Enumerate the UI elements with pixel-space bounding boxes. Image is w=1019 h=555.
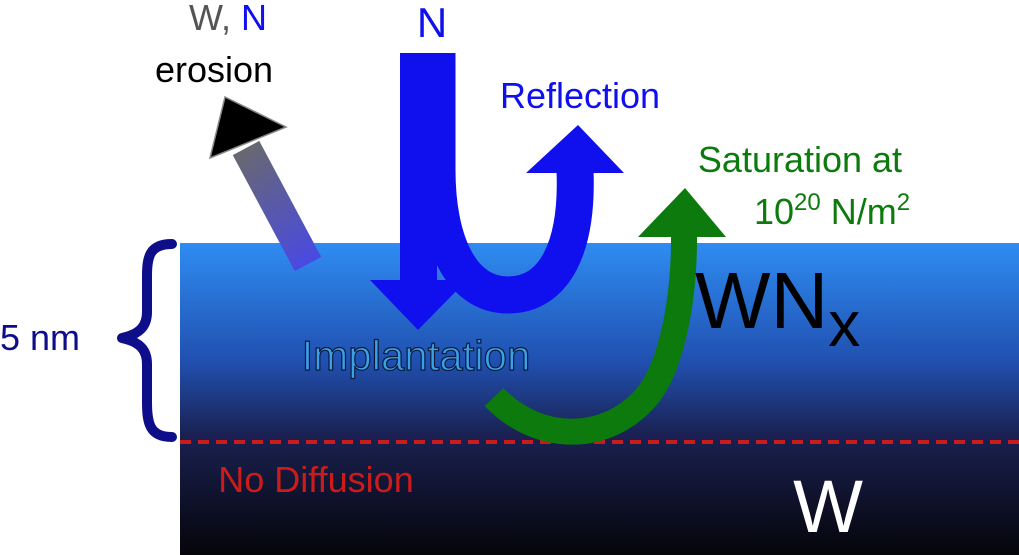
erosion-species-comma: , — [221, 0, 241, 38]
wnx-layer-base: WN — [695, 256, 828, 345]
erosion-arrow-shaft — [232, 140, 322, 272]
implantation-arrowhead — [370, 280, 467, 330]
saturation-arrowhead — [638, 188, 726, 237]
saturation-fluence-label: 1020 N/m2 — [754, 189, 910, 232]
reflection-label: Reflection — [500, 75, 660, 116]
wnx-layer-label: WNx — [695, 256, 860, 360]
erosion-arrowhead — [208, 95, 288, 160]
saturation-fluence-unit-exponent: 2 — [897, 189, 910, 216]
erosion-species-label: W, N — [189, 0, 267, 38]
reflection-arrow-path — [418, 53, 594, 314]
implantation-label: Implantation — [302, 332, 531, 379]
saturation-fluence-exponent: 20 — [794, 189, 821, 216]
saturation-arrow-path — [484, 229, 698, 445]
erosion-label: erosion — [155, 49, 273, 90]
saturation-fluence-base: 10 — [754, 191, 794, 232]
saturation-label: Saturation at — [698, 139, 902, 180]
thickness-brace — [117, 239, 177, 442]
no-diffusion-label: No Diffusion — [218, 459, 413, 500]
incident-ion-label: N — [417, 0, 447, 46]
erosion-species-w: W — [189, 0, 223, 38]
saturation-fluence-unit: N/m — [821, 191, 897, 232]
reflection-arrowhead — [526, 125, 624, 173]
material-slab — [180, 243, 1019, 555]
erosion-species-n: N — [241, 0, 267, 38]
wnx-layer-subscript: x — [828, 288, 860, 360]
substrate-label: W — [793, 465, 863, 548]
thickness-label: 5 nm — [0, 317, 80, 358]
